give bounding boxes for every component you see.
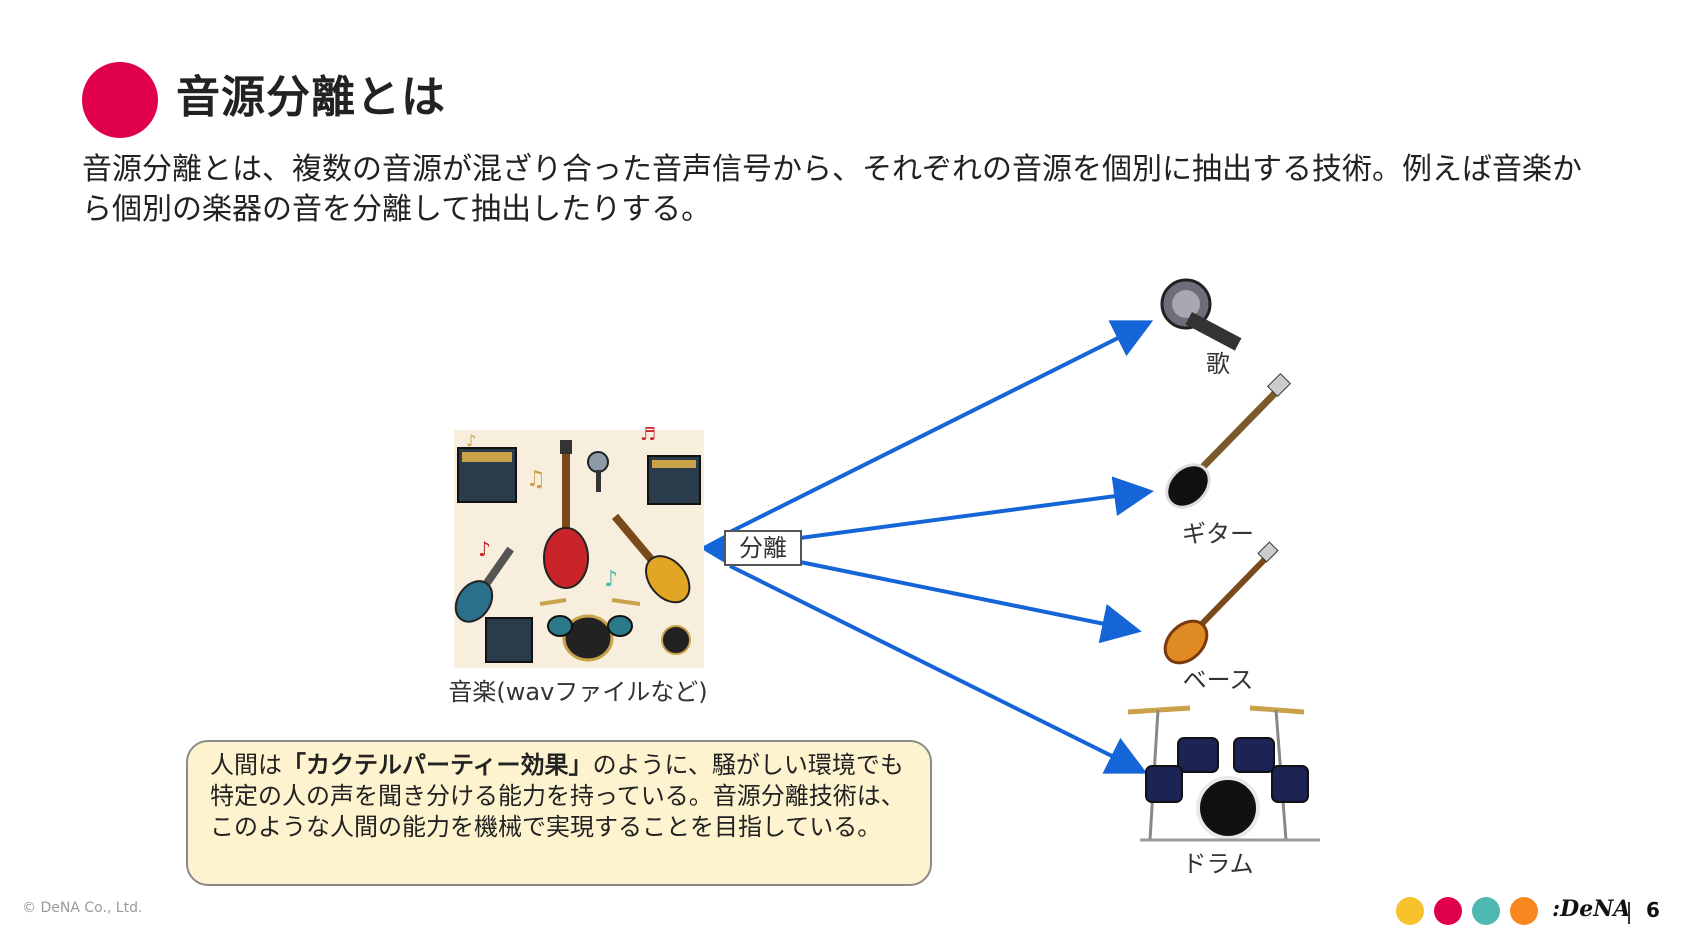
footer-dot-teal: [1472, 897, 1500, 925]
footer-dot-orange: [1510, 897, 1538, 925]
drum-kit-icon: [1127, 705, 1320, 842]
svg-text:♪: ♪: [604, 567, 618, 592]
output-label-drums: ドラム: [1182, 850, 1254, 878]
separation-arrows: [700, 320, 1154, 774]
footer-dot-red: [1434, 897, 1462, 925]
title-bullet-dot: [82, 62, 158, 138]
bass-guitar-icon: [1163, 541, 1279, 665]
separation-label: 分離: [724, 530, 802, 566]
drum-set-icon: [539, 598, 691, 662]
microphone-icon: [1160, 278, 1242, 351]
electric-guitar-icon: [543, 440, 589, 589]
dena-logo: :DeNA: [1552, 896, 1631, 922]
page-title: 音源分離とは: [176, 72, 446, 123]
page-number: 6: [1646, 898, 1660, 922]
output-label-vocal: 歌: [1206, 350, 1230, 378]
source-label: 音楽(wavファイルなど): [448, 678, 708, 706]
copyright: © DeNA Co., Ltd.: [22, 900, 143, 916]
slide-description: 音源分離とは、複数の音源が混ざり合った音声信号から、それぞれの音源を個別に抽出す…: [82, 152, 1582, 227]
footer-dot-yellow: [1396, 897, 1424, 925]
arrow-to-bass: [799, 560, 1142, 644]
arrow-to-vocal: [729, 320, 1154, 534]
svg-text:♬: ♬: [640, 424, 656, 445]
note-prefix: 人間は: [210, 751, 282, 779]
note-highlight: 「カクテルパーティー効果」: [282, 751, 593, 779]
svg-text:♪: ♪: [466, 431, 476, 450]
footer-divider: [1628, 902, 1630, 924]
output-label-bass: ベース: [1182, 666, 1254, 694]
electric-guitar-icon: [1165, 372, 1292, 509]
note-suffix: のように、騒がしい環境でも特定の人の声を聞き分ける能力を持っている。音源分離技術…: [210, 751, 905, 841]
svg-text:♫: ♫: [526, 467, 546, 492]
arrow-to-guitar: [799, 476, 1154, 540]
svg-text:♪: ♪: [478, 537, 491, 561]
arrow-to-drums: [729, 564, 1148, 774]
cocktail-party-note: 人間は「カクテルパーティー効果」のように、騒がしい環境でも特定の人の声を聞き分け…: [186, 740, 932, 886]
microphone-small-icon: [587, 451, 609, 492]
output-label-guitar: ギター: [1182, 520, 1254, 548]
acoustic-guitar-icon: [611, 513, 691, 604]
music-collage-image: ♪ ♫ ♪ ♬ ♪: [454, 424, 704, 668]
